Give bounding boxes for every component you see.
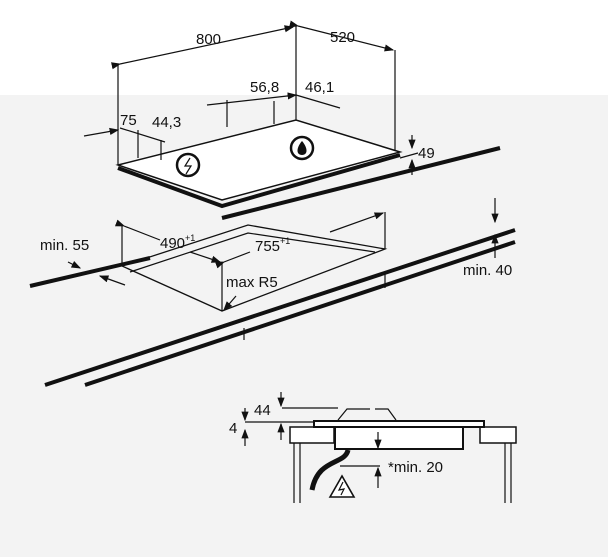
corner-radius-label: max R5 bbox=[226, 274, 278, 291]
min-worktop-label: min. 40 bbox=[463, 262, 512, 279]
section-drawing bbox=[241, 392, 517, 503]
electric-connection-icon bbox=[175, 152, 201, 178]
depth-label: 520 bbox=[330, 29, 355, 46]
electric-warning-icon bbox=[328, 474, 356, 498]
cut-depth-label: 490+1 bbox=[160, 233, 195, 252]
elec-offset-back-label: 44,3 bbox=[152, 114, 181, 131]
min-front-label: min. 55 bbox=[40, 237, 89, 254]
worktop-drawing bbox=[29, 146, 516, 387]
height-label: 49 bbox=[418, 145, 435, 162]
cut-width-label: 755+1 bbox=[255, 236, 290, 255]
seal-label: 4 bbox=[229, 420, 237, 437]
elec-offset-left-label: 75 bbox=[120, 112, 137, 129]
gas-offset-left-label: 56,8 bbox=[250, 79, 279, 96]
min-clearance-label: *min. 20 bbox=[388, 459, 443, 476]
hob-drawing bbox=[83, 20, 419, 209]
width-label: 800 bbox=[196, 31, 221, 48]
gas-offset-back-label: 46,1 bbox=[305, 79, 334, 96]
height-above-label: 44 bbox=[254, 402, 271, 419]
